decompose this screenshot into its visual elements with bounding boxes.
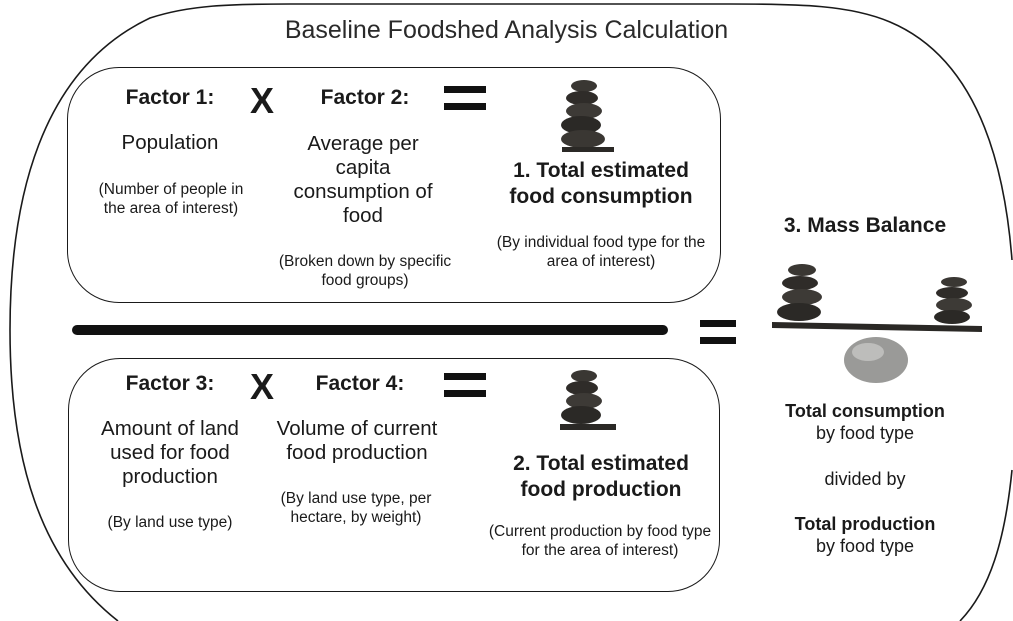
result1-title: 1. Total estimated food consumption [509, 159, 693, 208]
factor4-heading: Factor 4: [315, 372, 405, 395]
total-production-label: Total production [794, 514, 936, 534]
factor2-main: Average per capita consumption of food [293, 132, 433, 227]
mass-balance-consumption: Total consumption by food type [760, 400, 970, 444]
total-consumption-label: Total consumption [785, 401, 945, 421]
factor4-note: (By land use type, per hectare, by weigh… [280, 490, 432, 526]
multiply-operator-2: X [250, 366, 275, 407]
equals-operator-main [700, 320, 738, 346]
factor1-main: Population [121, 131, 219, 154]
multiply-operator-1: X [250, 80, 275, 121]
factor1-note: (Number of people in the area of interes… [98, 181, 244, 217]
divided-by-label: divided by [824, 469, 906, 489]
fraction-bar [72, 325, 668, 335]
equals-operator-2 [444, 373, 486, 399]
diagram-title: Baseline Foodshed Analysis Calculation [284, 16, 729, 44]
production-by-food-type: by food type [815, 536, 915, 556]
result2-title: 2. Total estimated food production [513, 452, 689, 501]
stone-stack-consumption-image [561, 80, 614, 152]
mass-balance-production: Total production by food type [760, 513, 970, 557]
factor2-heading: Factor 2: [320, 86, 410, 109]
factor1-heading: Factor 1: [125, 86, 215, 109]
factor3-note: (By land use type) [107, 514, 233, 531]
result2-note: (Current production by food type for the… [488, 523, 712, 559]
factor3-heading: Factor 3: [125, 372, 215, 395]
consumption-box [67, 67, 721, 303]
stone-stack-production-image [560, 370, 616, 430]
equals-operator-1 [444, 86, 486, 112]
production-box [68, 358, 720, 592]
factor4-main: Volume of current food production [276, 417, 438, 464]
result1-note: (By individual food type for the area of… [496, 234, 706, 270]
consumption-by-food-type: by food type [815, 423, 915, 443]
mass-balance-title: 3. Mass Balance [783, 214, 947, 237]
factor2-note: (Broken down by specific food groups) [278, 253, 452, 289]
balance-scale-image [772, 264, 982, 383]
factor3-main: Amount of land used for food production [101, 417, 239, 488]
